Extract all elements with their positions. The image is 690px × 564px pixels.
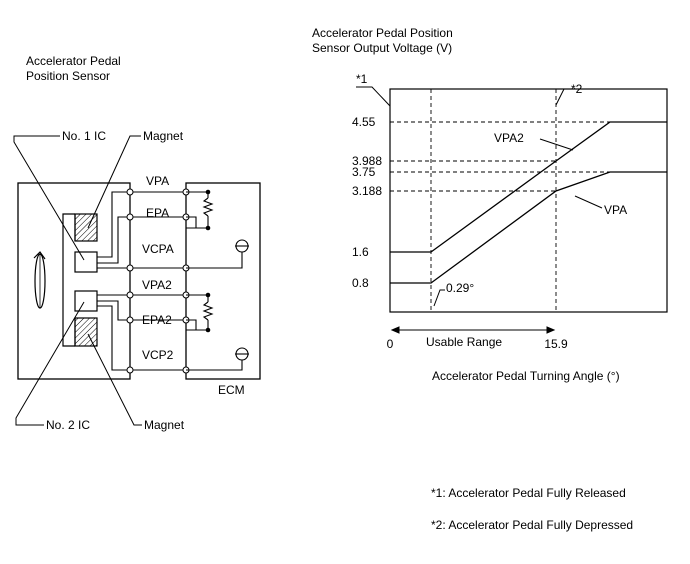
sensor-housing [17, 182, 131, 380]
series-label-vpa-leader [574, 195, 603, 209]
angle-annotation-leader [433, 289, 445, 307]
harness-lines [130, 191, 186, 371]
y-tick-label-4: 1.6 [352, 245, 369, 259]
chart-ylabel-line2: Sensor Output Voltage (V) [312, 41, 452, 55]
rotation-arrow-icon [33, 251, 46, 309]
terminal-label-3: VPA2 [142, 278, 172, 292]
voltage-chart: Accelerator Pedal Position Sensor Output… [312, 26, 668, 383]
chart-mark-2: *2 [571, 82, 583, 96]
series-line-vpa [390, 171, 667, 284]
y-tick-label-0: 4.55 [352, 115, 376, 129]
series-label-vpa2-leader [539, 138, 574, 151]
chart-ylabel-line1: Accelerator Pedal Position [312, 26, 453, 40]
series-line-vpa2 [390, 121, 667, 253]
x-tick-label-1: 15.9 [544, 337, 568, 351]
ecm-label: ECM [218, 383, 245, 397]
terminal-label-4: EPA2 [142, 313, 172, 327]
terminal-label-5: VCP2 [142, 348, 174, 362]
sensor-title-line1: Accelerator Pedal [26, 54, 121, 68]
footnote-2: *2: Accelerator Pedal Fully Depressed [431, 518, 633, 532]
series-label-vpa2: VPA2 [494, 131, 524, 145]
series-label-vpa: VPA [604, 203, 627, 217]
ic-1 [74, 251, 98, 273]
y-tick-label-2: 3.75 [352, 165, 376, 179]
power-supply-icon [235, 239, 249, 361]
callout-magnet-bottom: Magnet [144, 418, 185, 432]
ecm-box [185, 182, 261, 380]
chart-mark-1-leader [356, 86, 391, 107]
chart-series-layer [390, 121, 667, 284]
callout-ic1: No. 1 IC [62, 129, 106, 143]
ic-2 [74, 290, 98, 312]
ecm-junctions [205, 189, 211, 333]
terminal-label-2: VCPA [142, 242, 174, 256]
sensor-title-line2: Position Sensor [26, 69, 110, 83]
usable-range-label: Usable Range [426, 335, 502, 349]
callout-ic1-leader [13, 135, 85, 261]
sensor-diagram: Accelerator Pedal Position Sensor ECM [13, 54, 261, 432]
chart-plot-frame [389, 88, 668, 313]
y-tick-label-5: 0.8 [352, 276, 369, 290]
callout-magnet-top-leader [87, 135, 141, 229]
terminal-label-0: VPA [146, 174, 169, 188]
callout-ic2-leader [15, 301, 85, 426]
magnet-bottom [74, 317, 98, 347]
sensor-internal-wiring [97, 191, 130, 371]
footnote-1: *1: Accelerator Pedal Fully Released [431, 486, 626, 500]
magnet-carrier [62, 213, 75, 347]
y-tick-label-1: 3.988 [352, 154, 382, 168]
ecm-circuit [186, 191, 243, 371]
callout-magnet-top: Magnet [143, 129, 184, 143]
angle-annotation: 0.29° [446, 281, 474, 295]
chart-mark-1: *1 [356, 72, 368, 86]
magnet-top [74, 213, 98, 242]
callout-ic2: No. 2 IC [46, 418, 90, 432]
y-tick-label-3: 3.188 [352, 184, 382, 198]
chart-mark-2-leader [555, 88, 568, 106]
terminal-label-1: EPA [146, 206, 169, 220]
usable-range-arrow [390, 326, 556, 334]
x-tick-label-0: 0 [387, 337, 394, 351]
callout-magnet-bottom-leader [87, 333, 142, 426]
chart-reference-lines [390, 89, 610, 312]
chart-xlabel: Accelerator Pedal Turning Angle (°) [432, 369, 620, 383]
